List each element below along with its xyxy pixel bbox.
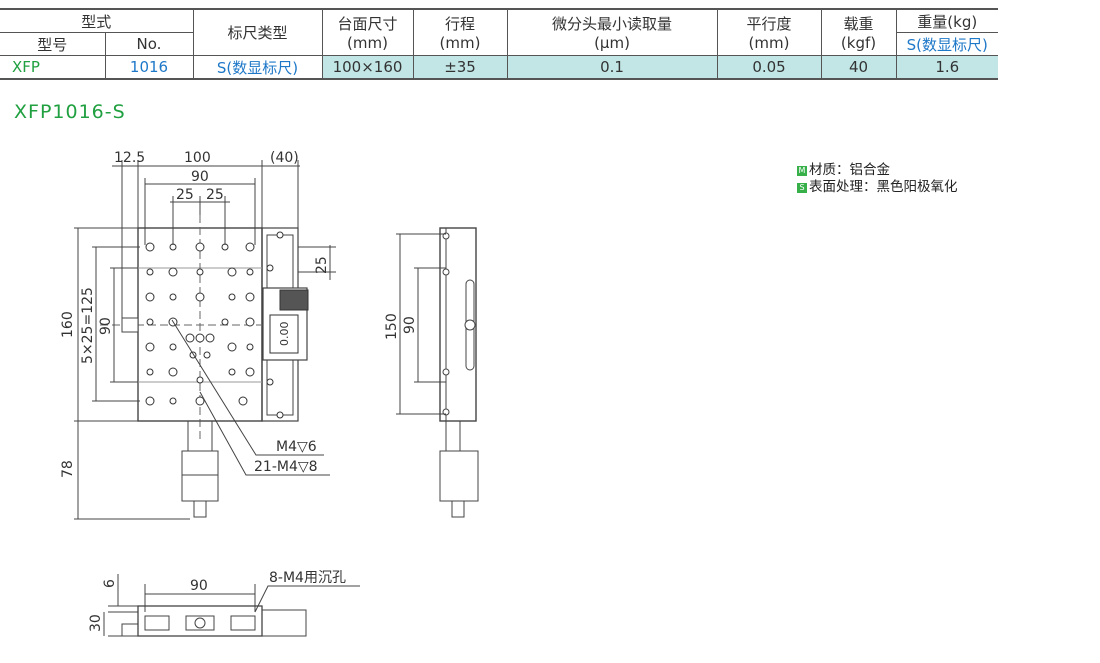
- dim-12-5: 12.5: [114, 150, 145, 166]
- header-table-size: 台面尺寸(mm): [321, 8, 414, 56]
- header-type: 型式: [0, 8, 194, 33]
- front-view: [103, 574, 360, 637]
- cell-model: XFP: [0, 55, 106, 80]
- model-title: XFP1016-S: [14, 101, 126, 123]
- header-weight-sub: S(数显标尺): [895, 32, 999, 56]
- dim-30: 30: [88, 614, 104, 632]
- side-view: [396, 227, 479, 518]
- header-min-read: 微分头最小读取量(μm): [506, 8, 718, 56]
- header-parallel: 平行度(mm): [716, 8, 822, 56]
- surface-badge: S: [797, 183, 807, 193]
- cell-table-size: 100×160: [321, 55, 414, 80]
- cell-parallel: 0.05: [716, 55, 822, 80]
- dim-90-side: 90: [402, 316, 418, 334]
- dim-78: 78: [60, 460, 76, 478]
- cell-load: 40: [820, 55, 897, 80]
- cell-weight: 1.6: [895, 55, 999, 80]
- dim-90-top: 90: [191, 169, 209, 185]
- digital-readout: 0.00: [278, 322, 291, 347]
- dim-40: (40): [270, 150, 299, 166]
- header-model: 型号: [0, 32, 106, 56]
- material-badge: M: [797, 166, 807, 176]
- dim-5x25: 5×25=125: [80, 287, 96, 364]
- dim-160: 160: [60, 311, 76, 338]
- header-no: No.: [104, 32, 194, 56]
- dim-25-right: 25: [314, 256, 330, 274]
- spec-table: 型式 标尺类型 台面尺寸(mm) 行程(mm) 微分头最小读取量(μm) 平行度…: [0, 8, 999, 80]
- cell-scale: S(数显标尺): [192, 55, 323, 80]
- top-view: [74, 160, 336, 520]
- dim-90-left: 90: [98, 317, 114, 335]
- dim-6: 6: [102, 579, 118, 588]
- callout-m4: M4▽6: [276, 439, 317, 455]
- cell-no: 1016: [104, 55, 194, 80]
- dim-25-b: 25: [206, 187, 224, 203]
- dimension-labels: 12.5 100 (40) 90 25 25 25 160 5×25=125 9…: [60, 150, 418, 632]
- callout-21m4: 21-M4▽8: [254, 459, 318, 475]
- dim-100: 100: [184, 150, 211, 166]
- cell-min-read: 0.1: [506, 55, 718, 80]
- header-travel: 行程(mm): [412, 8, 508, 56]
- header-scale: 标尺类型: [192, 8, 323, 56]
- dim-150: 150: [384, 313, 400, 340]
- dim-90-bottom: 90: [190, 578, 208, 594]
- callout-8m4: 8-M4用沉孔: [269, 570, 346, 586]
- cell-travel: ±35: [412, 55, 508, 80]
- dim-25-a: 25: [176, 187, 194, 203]
- header-weight: 重量(kg): [895, 8, 999, 33]
